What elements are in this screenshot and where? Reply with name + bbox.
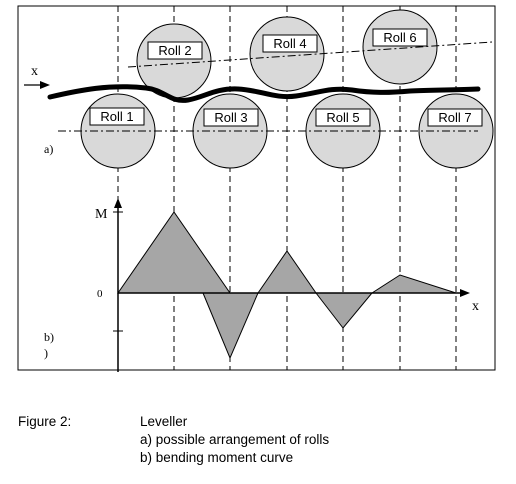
roll-6-label-box — [372, 28, 428, 47]
top-roll-axis — [127, 41, 493, 68]
panel-a-label: a) — [44, 142, 53, 156]
position-axis-arrow — [460, 289, 470, 297]
feed-arrow-head — [40, 81, 50, 89]
roll-7-label-box — [427, 108, 483, 127]
moment-region-5 — [370, 274, 457, 294]
moment-axis-label: M — [95, 207, 108, 222]
moment-region-2 — [202, 292, 259, 360]
roll-1-label: Roll 1 — [100, 109, 133, 124]
roll-4-circle — [249, 16, 325, 92]
caption-figure-number: Figure 2: — [18, 414, 72, 429]
caption-body: Leveller a) possible arrangement of roll… — [140, 413, 329, 467]
roll-7-label: Roll 7 — [438, 110, 471, 125]
roll-6-circle — [362, 9, 438, 85]
moment-region-1 — [117, 211, 231, 294]
moment-zero-label: 0 — [97, 288, 103, 300]
roll-5-label-box — [315, 108, 371, 127]
top-x-label: x — [31, 64, 38, 79]
moment-x-label: x — [472, 299, 479, 314]
roll-4-label: Roll 4 — [273, 36, 306, 51]
caption-line-a: a) possible arrangement of rolls — [140, 432, 330, 447]
moment-region-4 — [314, 292, 374, 329]
moment-axis-arrow — [114, 198, 122, 208]
caption-line-b: b) bending moment curve — [140, 450, 294, 465]
roll-labels: Roll 2 Roll 4 Roll 6 Roll 1 Roll 3 Roll … — [89, 28, 483, 127]
roll-3-label-box — [203, 108, 259, 127]
moment-region-3 — [257, 250, 317, 294]
roll-4-label-box — [262, 34, 318, 53]
workpiece-strip — [47, 84, 481, 103]
roll-6-label: Roll 6 — [383, 30, 416, 45]
roll-5-label: Roll 5 — [326, 110, 359, 125]
roll-3-label: Roll 3 — [214, 110, 247, 125]
roll-2-label-box — [147, 41, 203, 60]
roll-2-label: Roll 2 — [158, 43, 191, 58]
panel-b-extra: ) — [44, 346, 48, 360]
bending-moment-diagram: M 0 x — [95, 198, 479, 372]
caption-title: Leveller — [140, 414, 188, 429]
figure-frame — [17, 5, 496, 371]
roll-1-label-box — [89, 107, 145, 126]
panel-b-label: b) — [44, 330, 54, 344]
